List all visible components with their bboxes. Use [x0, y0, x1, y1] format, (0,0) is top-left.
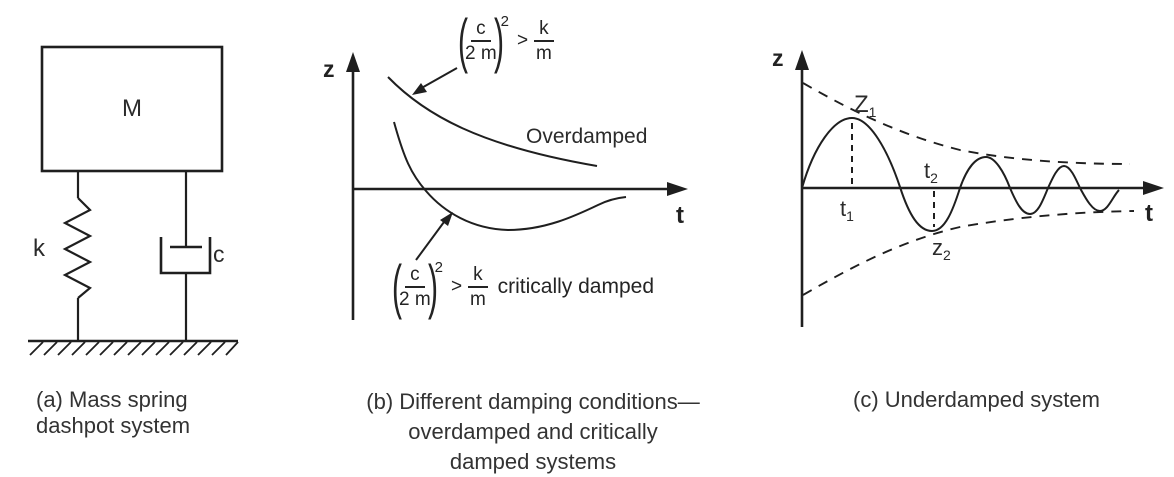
panel-b-drawing	[346, 52, 688, 320]
close-paren: )	[427, 253, 438, 320]
x-axis-arrowhead	[667, 182, 688, 196]
rhs-denominator: m	[469, 289, 486, 310]
panel-c-y-axis-label: z	[772, 45, 784, 71]
first-trough-amplitude-label: z2	[932, 235, 951, 263]
rhs-denominator: m	[535, 43, 552, 64]
lhs-fraction: c 2 m	[399, 264, 431, 311]
mass-label: M	[122, 95, 142, 122]
rhs-fraction: k m	[534, 18, 554, 65]
critically-damped-annotation-arrowhead	[440, 212, 453, 226]
panel-b-caption-line3: damped systems	[449, 449, 617, 474]
mass-box	[40, 45, 224, 173]
lhs-denominator: 2 m	[398, 289, 431, 310]
lhs-denominator: 2 m	[464, 43, 497, 64]
panel-b-y-axis-label: z	[323, 56, 335, 82]
critically-damped-text: critically damped	[497, 275, 655, 298]
lower-envelope-curve	[802, 210, 1135, 296]
relation-symbol: >	[451, 276, 463, 297]
panel-b-caption-line1: (b) Different damping conditions—	[366, 389, 700, 414]
open-paren: (	[391, 253, 402, 320]
exponent: 2	[500, 13, 509, 30]
close-paren: )	[493, 7, 504, 74]
lhs-fraction: c 2 m	[465, 18, 497, 65]
critically-damped-condition-formula: ( c 2 m ) 2 > k m critically damped	[391, 253, 655, 320]
t1-base: t	[840, 196, 847, 221]
spring-zigzag	[62, 197, 93, 299]
panel-c-drawing	[795, 50, 1164, 327]
panel-b-caption-line2: overdamped and critically	[408, 419, 658, 444]
first-trough-time-label: t2	[924, 158, 938, 186]
first-peak-time-label: t1	[840, 196, 854, 224]
overdamped-annotation-arrow	[417, 67, 458, 91]
panel-b-caption: (b) Different damping conditions— overda…	[313, 387, 753, 477]
panel-b-x-axis-label: t	[676, 202, 684, 229]
overdamped-condition-formula: ( c 2 m ) 2 > k m	[457, 7, 554, 74]
ground-hatching	[29, 341, 239, 356]
z2-subscript: 2	[943, 247, 951, 263]
x-axis-arrowhead	[1143, 181, 1164, 195]
overdamped-annotation-arrowhead	[412, 83, 427, 95]
lhs-numerator: c	[405, 264, 425, 288]
oscillation-curve	[801, 116, 1120, 233]
t2-base: t	[924, 158, 931, 183]
lhs-numerator: c	[471, 18, 491, 42]
z1-subscript: 1	[868, 104, 877, 120]
panel-c-x-axis-label: t	[1145, 200, 1153, 227]
upper-envelope-curve	[802, 82, 1131, 165]
z2-base: z	[932, 235, 943, 260]
relation-symbol: >	[517, 30, 529, 51]
panel-a-drawing	[28, 45, 239, 356]
critically-damped-curve	[393, 121, 627, 232]
rhs-numerator: k	[534, 18, 554, 42]
t1-subscript: 1	[846, 208, 854, 224]
overdamped-label: Overdamped	[526, 125, 648, 148]
spring-label: k	[33, 235, 45, 262]
panel-a-caption: (a) Mass spring dashpot system	[36, 387, 190, 439]
open-paren: (	[457, 7, 468, 74]
panel-a-caption-line2: dashpot system	[36, 413, 191, 438]
overdamped-curve	[387, 76, 598, 167]
y-axis-arrowhead	[346, 52, 360, 72]
rhs-numerator: k	[468, 264, 488, 288]
rhs-fraction: k m	[468, 264, 488, 311]
damper-label: c	[213, 241, 225, 267]
t2-subscript: 2	[930, 170, 938, 186]
first-peak-amplitude-label: Z1	[854, 91, 876, 120]
critically-damped-annotation-arrow	[415, 221, 445, 261]
panel-a-caption-line1: (a) Mass spring	[36, 387, 188, 412]
y-axis-arrowhead	[795, 50, 809, 70]
z1-base: Z	[854, 91, 869, 118]
exponent: 2	[434, 259, 443, 276]
panel-c-caption: (c) Underdamped system	[853, 387, 1100, 412]
